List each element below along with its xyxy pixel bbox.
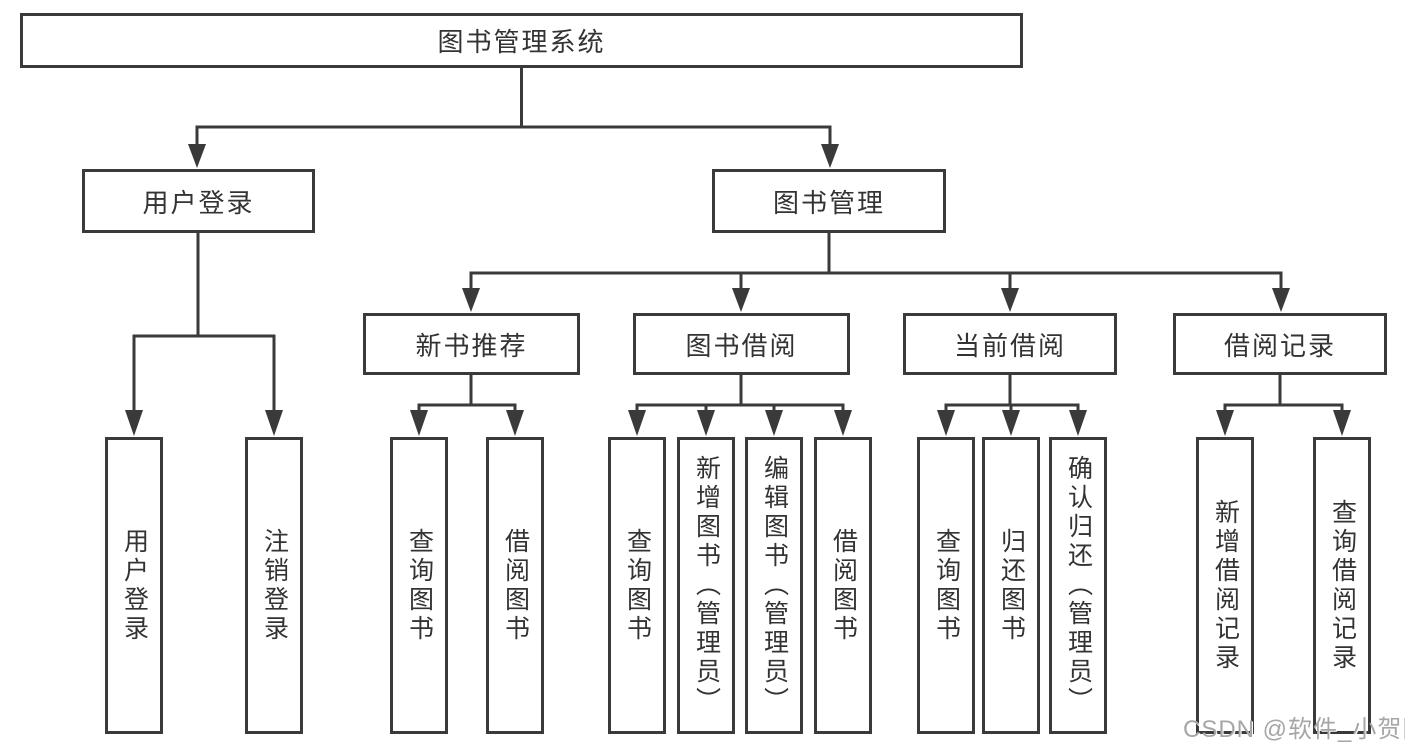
node-leaf-query-book-2-label: 查询图书 xyxy=(623,527,652,644)
node-leaf-borrow-book-1: 借阅图书 xyxy=(486,437,544,734)
node-book-borrow-label: 图书借阅 xyxy=(685,330,798,361)
edge-root-to-level2 xyxy=(188,68,839,168)
node-new-book-rec-label: 新书推荐 xyxy=(415,330,528,361)
node-leaf-query-book-2: 查询图书 xyxy=(608,437,666,734)
node-borrow-records-label: 借阅记录 xyxy=(1223,330,1336,361)
node-leaf-confirm-return: 确认归还（管理员） xyxy=(1049,437,1107,734)
node-book-borrow: 图书借阅 xyxy=(633,313,850,375)
csdn-watermark: CSDN @软件_小贺同学 xyxy=(1183,716,1405,743)
node-new-book-rec: 新书推荐 xyxy=(363,313,580,375)
node-leaf-query-book-3-label: 查询图书 xyxy=(932,527,961,644)
node-user-login-label: 用户登录 xyxy=(142,187,255,218)
node-user-login: 用户登录 xyxy=(82,169,315,233)
edge-user-login-to-leaves xyxy=(125,233,283,436)
node-leaf-return-book-label: 归还图书 xyxy=(997,527,1026,644)
node-current-borrow: 当前借阅 xyxy=(903,313,1117,375)
node-leaf-query-book-1-label: 查询图书 xyxy=(405,527,434,644)
node-leaf-query-book-1: 查询图书 xyxy=(390,437,448,734)
node-leaf-add-borrow-record: 新增借阅记录 xyxy=(1196,437,1254,734)
node-leaf-user-login-label: 用户登录 xyxy=(120,527,149,644)
node-root-label: 图书管理系统 xyxy=(437,27,606,57)
node-root: 图书管理系统 xyxy=(20,13,1023,68)
node-leaf-user-login: 用户登录 xyxy=(105,437,163,734)
node-borrow-records: 借阅记录 xyxy=(1173,313,1387,375)
edge-book-borrow-to-leaves xyxy=(628,375,852,436)
node-leaf-add-book-label: 新增图书（管理员） xyxy=(692,455,721,716)
edge-borrow-records-to-leaves xyxy=(1216,375,1351,436)
node-leaf-edit-book: 编辑图书（管理员） xyxy=(745,437,803,734)
node-leaf-confirm-return-label: 确认归还（管理员） xyxy=(1064,455,1093,716)
node-leaf-query-borrow-record: 查询借阅记录 xyxy=(1313,437,1371,734)
node-book-mgmt-label: 图书管理 xyxy=(772,187,885,218)
node-leaf-query-book-3: 查询图书 xyxy=(917,437,975,734)
node-leaf-borrow-book-1-label: 借阅图书 xyxy=(501,527,530,644)
node-book-mgmt: 图书管理 xyxy=(712,169,946,233)
node-leaf-borrow-book-2: 借阅图书 xyxy=(814,437,872,734)
node-leaf-add-book: 新增图书（管理员） xyxy=(677,437,735,734)
edge-book-mgmt-to-level3 xyxy=(462,233,1290,312)
node-leaf-edit-book-label: 编辑图书（管理员） xyxy=(760,455,789,716)
node-leaf-logout-label: 注销登录 xyxy=(260,527,289,644)
edge-new-book-rec-to-leaves xyxy=(410,375,524,436)
node-leaf-borrow-book-2-label: 借阅图书 xyxy=(829,527,858,644)
node-current-borrow-label: 当前借阅 xyxy=(953,330,1066,361)
node-leaf-return-book: 归还图书 xyxy=(982,437,1040,734)
node-leaf-logout: 注销登录 xyxy=(245,437,303,734)
edge-current-borrow-to-leaves xyxy=(937,375,1087,436)
node-leaf-query-borrow-record-label: 查询借阅记录 xyxy=(1328,498,1357,673)
node-leaf-add-borrow-record-label: 新增借阅记录 xyxy=(1211,498,1240,673)
